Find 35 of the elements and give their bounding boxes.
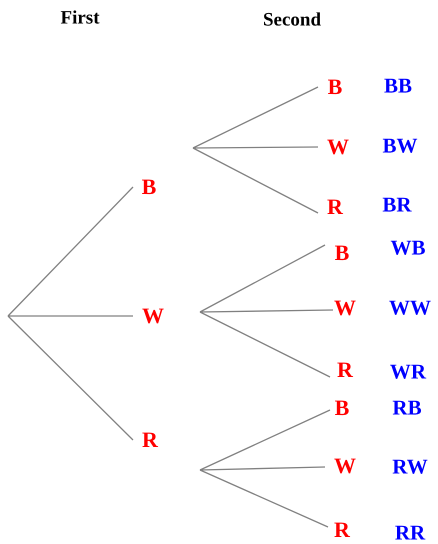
outcome-pair: RB [392, 398, 422, 418]
outcome-pair: RW [392, 456, 428, 478]
outcome-letter: W [334, 455, 356, 477]
outcome-letter: R [334, 519, 350, 541]
outcome-letter: R [327, 196, 343, 218]
column-heading: Second [262, 10, 322, 30]
branch-line [8, 315, 133, 317]
outcome-pair: BB [384, 76, 412, 96]
branch-line [192, 147, 318, 214]
outcome-pair: BR [382, 194, 412, 216]
outcome-letter: B [334, 242, 350, 264]
outcome-pair: WB [390, 238, 426, 258]
outcome-letter: R [337, 359, 353, 381]
outcome-letter: W [142, 305, 164, 327]
outcome-letter: W [327, 136, 349, 158]
outcome-letter: B [142, 176, 156, 198]
outcome-letter: R [142, 429, 158, 451]
outcome-letter: B [328, 76, 342, 98]
branch-line [192, 86, 318, 149]
branch-line [200, 244, 326, 313]
outcome-letter: B [334, 397, 350, 419]
outcome-pair: RR [394, 522, 426, 544]
branch-line [8, 186, 134, 316]
outcome-pair: BW [382, 136, 418, 156]
branch-line [200, 469, 328, 528]
outcome-letter: W [334, 297, 356, 319]
branch-line [193, 146, 318, 149]
column-heading: First [60, 8, 100, 28]
branch-line [200, 409, 330, 471]
branch-line [200, 309, 333, 313]
branch-line [8, 316, 134, 440]
outcome-pair: WW [389, 298, 431, 318]
branch-line [200, 311, 330, 378]
branch-line [200, 466, 326, 471]
outcome-pair: WR [390, 362, 426, 382]
